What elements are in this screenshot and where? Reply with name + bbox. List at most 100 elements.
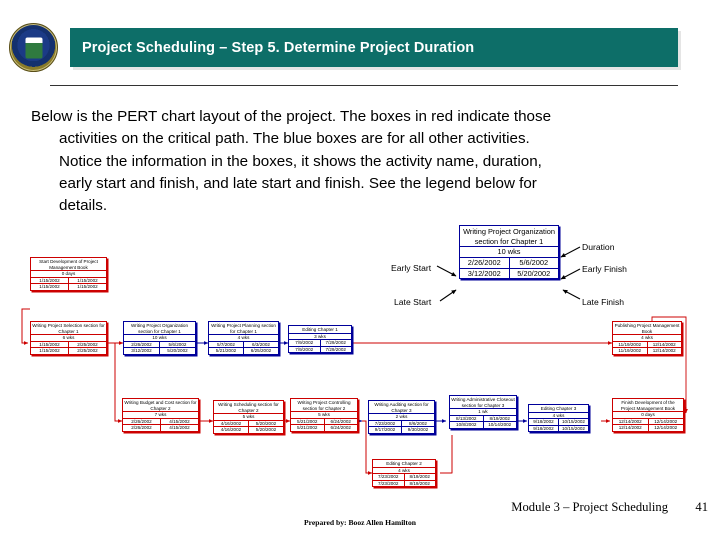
pert-node-name: Finish Development of the Project Manage… (620, 400, 676, 411)
pert-node-late-start: 7/23/2002 (378, 480, 399, 486)
pert-node-early-finish: 5/20/2002 (248, 420, 283, 427)
pert-node-late-start: 1/15/2002 (39, 284, 60, 290)
pert-node-duration: 4 wks (209, 334, 278, 341)
pert-node-name: Editing Chapter 3 (540, 406, 577, 411)
pert-node-early-start: 8/13/2002 (456, 415, 477, 421)
pert-node-name: Writing Scheduling section for Chapter 2 (218, 402, 279, 413)
pert-node-duration: 0 days (31, 270, 106, 277)
pert-node-writing-scheduling[interactable]: Writing Scheduling section for Chapter 2… (213, 400, 284, 434)
pert-node-late-start: 12/14/2002 (618, 425, 642, 431)
legend-node-name: Writing Project Organization section for… (463, 227, 555, 246)
body-line-3: Notice the information in the boxes, it … (59, 152, 542, 170)
body-line-4: early start and finish, and late start a… (59, 175, 537, 193)
legend-label-duration: Duration (582, 242, 615, 252)
pert-node-late-finish: 1/15/2002 (68, 284, 106, 290)
legend-node-early-finish: 5/6/2002 (508, 257, 559, 268)
pert-node-early-start: 1/15/2002 (39, 341, 60, 347)
pert-node-duration: 2 wks (369, 413, 434, 420)
pert-node-early-start: 2/26/2002 (131, 418, 152, 424)
pert-node-early-start: 5/21/2002 (297, 418, 318, 424)
pert-node-late-start: 1/15/2002 (39, 348, 60, 354)
pert-chart: Early Start Late Start Duration Early Fi… (0, 225, 720, 505)
pert-node-late-finish: 7/29/2002 (319, 346, 352, 353)
pert-node-early-finish: 8/6/2002 (401, 420, 434, 427)
pert-node-early-start: 11/19/2002 (618, 341, 642, 347)
legend-node-late-start: 3/12/2002 (467, 268, 501, 278)
connector-arrows (21, 308, 688, 475)
pert-node-writing-project-selection[interactable]: Writing Project Selection section for Ch… (30, 321, 107, 355)
pert-node-late-start: 5/21/2002 (215, 348, 237, 354)
pert-node-name: Writing Auditing section for Chapter 3 (374, 402, 429, 413)
pert-node-early-finish: 12/14/2002 (647, 418, 684, 425)
pert-node-early-start: 9/18/2002 (533, 419, 554, 425)
pert-node-name: Writing Budget and Cost section for Chap… (124, 400, 197, 411)
pert-node-early-start: 1/15/2002 (39, 277, 60, 283)
pert-node-name: Start Development of Project Management … (39, 259, 98, 270)
pert-node-writing-project-planning[interactable]: Writing Project Planning section for Cha… (208, 321, 279, 355)
legend-label-late-start: Late Start (394, 297, 432, 307)
pert-node-writing-project-controlling[interactable]: Writing Project Controlling section for … (290, 398, 358, 432)
pert-node-writing-budget-cost[interactable]: Writing Budget and Cost section for Chap… (122, 398, 199, 432)
pert-node-late-start: 5/21/2002 (297, 425, 318, 431)
pert-node-duration: 4 wks (529, 411, 588, 419)
pert-node-late-start: 9/18/2002 (533, 425, 554, 431)
pert-node-start-development[interactable]: Start Development of Project Management … (30, 257, 107, 291)
pert-node-early-finish: 8/19/2002 (482, 415, 517, 422)
pert-node-early-finish: 7/29/2002 (319, 340, 352, 346)
pert-node-late-finish: 6/25/2002 (243, 348, 278, 354)
pert-node-early-finish: 6/3/2002 (243, 341, 278, 348)
pert-node-early-start: 2/26/2002 (131, 341, 152, 347)
doe-seal-icon (9, 23, 58, 72)
pert-node-late-finish: 10/15/2002 (558, 425, 588, 432)
pert-node-late-start: 3/12/2002 (131, 348, 152, 354)
pert-node-late-finish: 6/24/2002 (323, 425, 358, 431)
legend-label-early-finish: Early Finish (582, 264, 627, 274)
pert-node-early-finish: 8/19/2002 (403, 474, 436, 480)
pert-node-writing-project-organization[interactable]: Writing Project Organization section for… (123, 321, 196, 355)
pert-node-duration: 10 wks (124, 334, 195, 341)
pert-node-name: Writing Project Organization section for… (130, 323, 189, 334)
pert-node-early-row: 1/15/2002 1/15/2002 (31, 276, 106, 284)
slide-footer: Module 3 – Project Scheduling 41 Prepare… (0, 494, 720, 540)
pert-node-late-start: 4/16/2002 (220, 427, 242, 433)
pert-node-duration: 3 wks (289, 332, 351, 340)
pert-node-early-row: 5/21/2002 6/24/2002 (291, 417, 358, 425)
legend-node-duration: 10 wks (460, 246, 558, 257)
pert-node-early-finish: 4/15/2002 (160, 418, 198, 425)
pert-node-early-finish: 1/15/2002 (68, 277, 106, 284)
pert-node-early-finish: 6/24/2002 (323, 418, 358, 425)
pert-node-duration: 5 wks (214, 413, 283, 420)
pert-node-writing-admin-closeout[interactable]: Writing Administrative Closeout section … (449, 395, 517, 429)
footer-page-number: 41 (695, 500, 708, 514)
pert-node-early-start: 7/9/2002 (295, 340, 314, 346)
pert-node-duration: 1 wk (450, 408, 516, 415)
pert-node-name: Editing Chapter 2 (386, 461, 422, 466)
pert-node-early-finish: 2/25/2002 (68, 341, 106, 348)
body-line-2: activities on the critical path. The blu… (59, 130, 530, 148)
slide-title-bar: Project Scheduling – Step 5. Determine P… (70, 28, 678, 67)
legend-node-late-finish: 5/20/2002 (508, 268, 559, 279)
pert-node-duration: 7 wks (123, 411, 198, 418)
page-title: Project Scheduling – Step 5. Determine P… (82, 39, 475, 56)
pert-node-finish-development[interactable]: Finish Development of the Project Manage… (612, 398, 684, 432)
